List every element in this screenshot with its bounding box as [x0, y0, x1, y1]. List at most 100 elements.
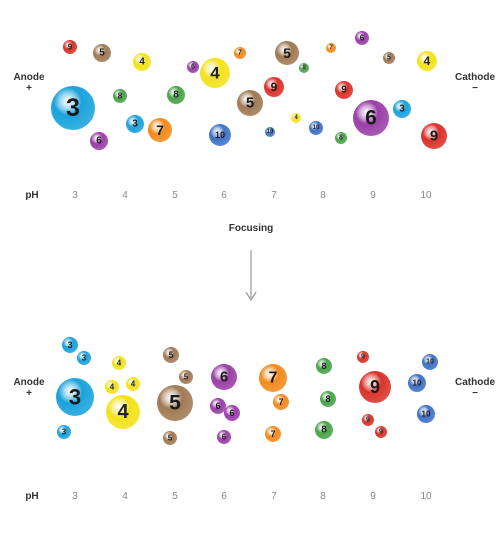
molecule-label: 5 [184, 373, 189, 382]
molecule-body [265, 127, 275, 137]
bottom-ph-tick-5: 5 [172, 491, 178, 502]
molecule-label: 3 [62, 428, 67, 437]
molecule-label: 7 [329, 45, 333, 51]
molecule-label: 4 [294, 115, 298, 121]
molecule-label: 9 [68, 43, 73, 52]
molecule-body [320, 391, 336, 407]
molecule-body [62, 337, 78, 353]
molecule-body [417, 51, 437, 71]
anode-label-top: Anode + [12, 72, 46, 94]
molecule-body [299, 63, 309, 73]
molecule-body [63, 40, 77, 54]
before-molecule-ph5: 5 [383, 52, 395, 64]
top-ph-tick-9: 9 [370, 190, 376, 201]
after-molecule-ph3: 3 [56, 378, 94, 416]
molecule-body [157, 385, 193, 421]
molecule-body [200, 58, 230, 88]
cathode-sign: − [472, 388, 478, 399]
molecule-label: 4 [210, 64, 220, 83]
anode-sign: + [26, 388, 32, 399]
before-molecule-ph4: 4 [200, 58, 230, 88]
molecule-body [234, 47, 246, 59]
molecule-body [291, 113, 301, 123]
molecule-label: 9 [379, 429, 383, 436]
molecule-label: 5 [168, 350, 173, 360]
molecule-label: 3 [66, 94, 80, 122]
before-molecule-ph9: 9 [264, 77, 284, 97]
molecule-body [163, 431, 177, 445]
top-ph-tick-5: 5 [172, 190, 178, 201]
molecule-label: 8 [325, 394, 330, 404]
molecule-body [133, 53, 151, 71]
after-molecule-ph9: 9 [362, 414, 374, 426]
after-molecule-ph7: 7 [273, 394, 289, 410]
molecule-label: 6 [222, 433, 227, 442]
molecule-body [335, 132, 347, 144]
after-molecule-ph3: 3 [77, 351, 91, 365]
bottom-ph-tick-4: 4 [122, 491, 128, 502]
after-molecule-ph10: 10 [408, 374, 426, 392]
molecule-label: 5 [169, 392, 181, 415]
molecule-body [357, 351, 369, 363]
after-molecule-ph4: 4 [105, 380, 119, 394]
before-molecule-ph6: 6 [353, 100, 389, 136]
cathode-sign: − [472, 83, 478, 94]
bottom-ph-tick-10: 10 [420, 491, 432, 502]
molecule-label: 7 [270, 429, 275, 439]
cathode-label-top: Cathode − [455, 72, 495, 94]
top-ph-tick-8: 8 [320, 190, 326, 201]
molecule-body [275, 41, 299, 65]
before-molecule-ph8: 8 [335, 132, 347, 144]
molecule-label: 7 [269, 370, 278, 387]
molecule-label: 6 [191, 64, 195, 71]
after-molecule-ph4: 4 [126, 377, 140, 391]
molecule-body [417, 405, 435, 423]
molecule-body [353, 100, 389, 136]
molecule-label: 8 [118, 92, 123, 101]
bottom-ph-tick-8: 8 [320, 491, 326, 502]
before-molecule-ph3: 3 [51, 86, 95, 130]
cathode-text: Cathode [455, 377, 495, 388]
molecule-label: 5 [283, 45, 291, 61]
before-molecule-ph8: 8 [299, 63, 309, 73]
molecule-body [106, 395, 140, 429]
molecule-body [113, 89, 127, 103]
before-molecule-ph9: 9 [63, 40, 77, 54]
molecule-label: 5 [99, 48, 105, 59]
before-molecule-ph9: 9 [335, 81, 353, 99]
before-molecule-ph8: 8 [167, 86, 185, 104]
bottom-ph-tick-3: 3 [72, 491, 78, 502]
molecule-body [309, 121, 323, 135]
molecule-body [187, 61, 199, 73]
molecule-label: 4 [117, 401, 129, 423]
anode-label-bottom: Anode + [12, 377, 46, 399]
bottom-ph-tick-6: 6 [221, 491, 227, 502]
molecule-body [393, 100, 411, 118]
ph-label-top: pH [25, 190, 39, 201]
molecule-label: 3 [67, 340, 72, 350]
molecule-label: 10 [215, 130, 225, 140]
molecule-body [217, 430, 231, 444]
molecule-body [57, 425, 71, 439]
molecule-label: 3 [132, 119, 138, 130]
molecule-label: 8 [321, 361, 326, 371]
after-molecule-ph6: 6 [217, 430, 231, 444]
molecule-body [179, 370, 193, 384]
molecule-body [126, 115, 144, 133]
anode-text: Anode [13, 72, 45, 83]
after-molecule-ph3: 3 [57, 425, 71, 439]
molecule-label: 3 [399, 104, 405, 115]
molecule-body [112, 356, 126, 370]
molecule-label: 4 [424, 54, 431, 68]
molecule-label: 10 [413, 379, 422, 388]
molecule-label: 6 [220, 369, 228, 386]
before-molecule-ph7: 7 [148, 118, 172, 142]
top-ph-tick-3: 3 [72, 190, 78, 201]
after-molecule-ph5: 5 [163, 347, 179, 363]
molecule-label: 4 [110, 383, 115, 392]
molecule-body [383, 52, 395, 64]
